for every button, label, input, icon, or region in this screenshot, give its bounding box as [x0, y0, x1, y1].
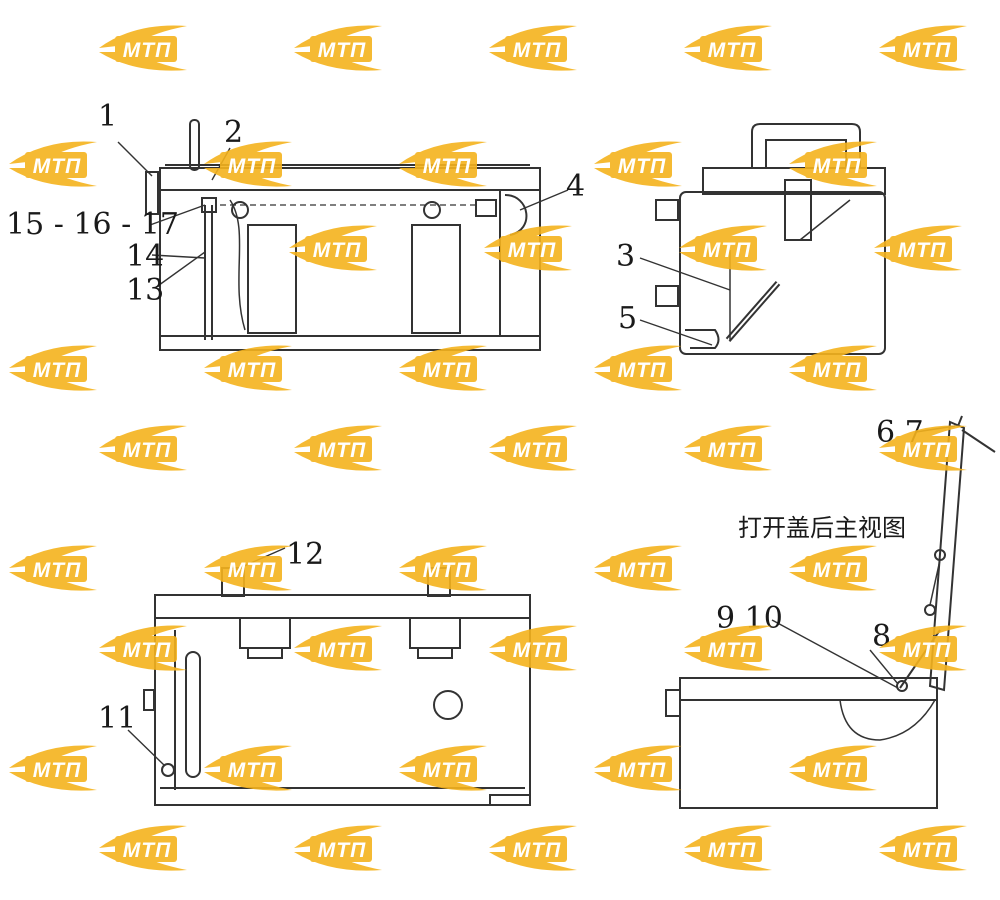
callout-13: 13 — [126, 273, 165, 308]
open-lid-view-caption: 打开盖后主视图 — [738, 514, 906, 542]
callout-2: 2 — [224, 115, 244, 150]
callout-14: 14 — [126, 239, 165, 274]
callout-1: 1 — [98, 99, 118, 134]
callout-8: 8 — [872, 619, 892, 654]
leader-lines — [117, 141, 956, 767]
front-view — [145, 119, 541, 351]
callout-9-10: 9 10 — [716, 601, 783, 636]
callout-6-7: 6 7 — [876, 415, 924, 450]
callout-15-16-17: 15 - 16 - 17 — [6, 207, 179, 242]
callout-12: 12 — [286, 537, 325, 572]
callout-3: 3 — [616, 239, 636, 274]
rear-view — [143, 567, 531, 806]
callout-5: 5 — [618, 301, 638, 336]
side-view — [655, 123, 886, 355]
callout-4: 4 — [566, 169, 586, 204]
callout-11: 11 — [98, 701, 137, 736]
